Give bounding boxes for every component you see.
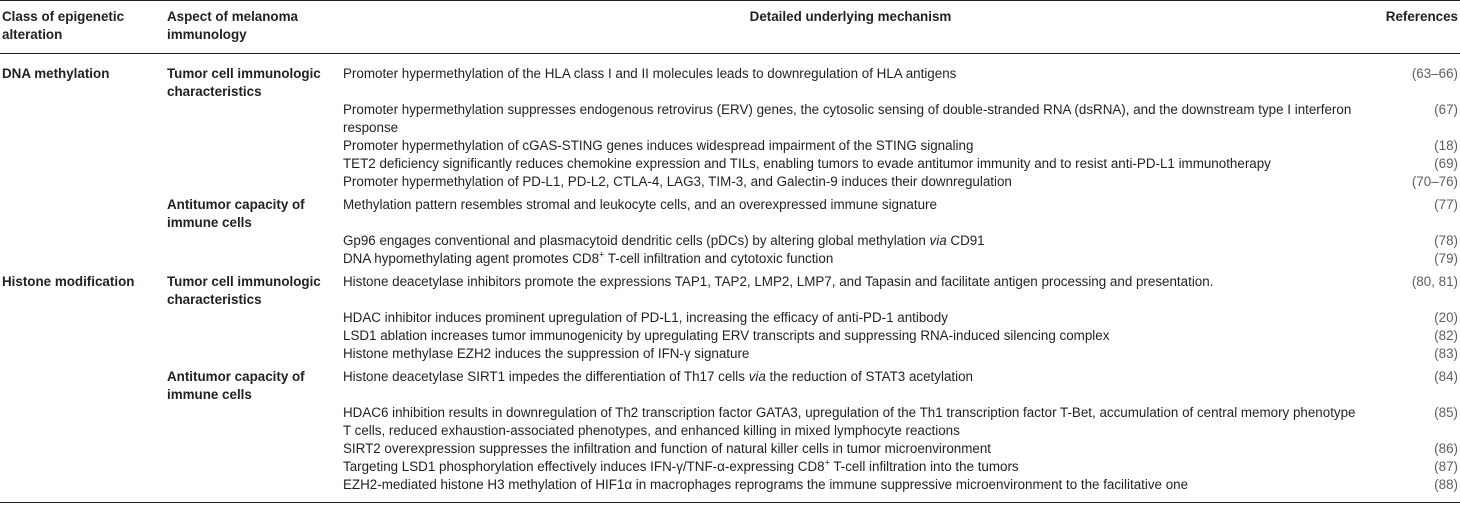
class-cell <box>0 309 165 327</box>
aspect-cell <box>165 250 341 268</box>
class-cell: DNA methylation <box>2 66 110 81</box>
aspect-cell <box>165 137 341 155</box>
reference-cell: (69) <box>1434 156 1458 171</box>
table-row: HDAC inhibitor induces prominent upregul… <box>0 309 1460 327</box>
reference-cell: (83) <box>1434 346 1458 361</box>
mechanism-cell: TET2 deficiency significantly reduces ch… <box>343 156 1271 171</box>
aspect-cell <box>165 476 341 503</box>
class-cell <box>0 458 165 476</box>
table-row: Targeting LSD1 phosphorylation effective… <box>0 458 1460 476</box>
mechanism-cell: SIRT2 overexpression suppresses the infi… <box>343 441 992 456</box>
table-row: SIRT2 overexpression suppresses the infi… <box>0 440 1460 458</box>
mechanism-cell: Methylation pattern resembles stromal an… <box>343 197 937 212</box>
class-cell <box>0 440 165 458</box>
aspect-cell <box>165 232 341 250</box>
reference-cell: (85) <box>1434 405 1458 420</box>
table-row: Promoter hypermethylation of PD-L1, PD-L… <box>0 173 1460 191</box>
mechanism-cell: Promoter hypermethylation of cGAS-STING … <box>343 138 974 153</box>
class-cell <box>0 476 165 503</box>
mechanism-cell: Promoter hypermethylation of PD-L1, PD-L… <box>343 174 1012 189</box>
table-row: Gp96 engages conventional and plasmacyto… <box>0 232 1460 250</box>
class-cell <box>0 250 165 268</box>
class-cell <box>0 363 165 404</box>
aspect-cell <box>165 327 341 345</box>
table-row: Promoter hypermethylation of cGAS-STING … <box>0 137 1460 155</box>
reference-cell: (20) <box>1434 310 1458 325</box>
mechanism-cell: Promoter hypermethylation of the HLA cla… <box>343 66 957 81</box>
reference-cell: (82) <box>1434 328 1458 343</box>
reference-cell: (88) <box>1362 476 1460 503</box>
reference-cell: (63–66) <box>1411 66 1458 81</box>
table-row: Histone methylase EZH2 induces the suppr… <box>0 345 1460 363</box>
table-row: DNA methylation Tumor cell immunologic ch… <box>0 54 1460 102</box>
aspect-cell <box>165 101 341 137</box>
table-row: HDAC6 inhibition results in downregulati… <box>0 404 1460 440</box>
aspect-cell <box>165 345 341 363</box>
reference-cell: (80, 81) <box>1411 274 1458 289</box>
class-cell <box>0 101 165 137</box>
reference-cell: (84) <box>1434 369 1458 384</box>
class-cell: Histone modification <box>2 274 135 289</box>
reference-cell: (70–76) <box>1411 174 1458 189</box>
table-row: DNA hypomethylating agent promotes CD8+ … <box>0 250 1460 268</box>
class-cell <box>0 232 165 250</box>
reference-cell: (86) <box>1434 441 1458 456</box>
mechanism-cell: Histone deacetylase inhibitors promote t… <box>343 274 1214 289</box>
mechanism-cell: DNA hypomethylating agent promotes CD8+ … <box>343 249 834 266</box>
class-cell <box>0 137 165 155</box>
table-row: Histone modification Tumor cell immunolog… <box>0 268 1460 309</box>
table-row: LSD1 ablation increases tumor immunogeni… <box>0 327 1460 345</box>
header-row: Class of epigenetic alteration Aspect of… <box>0 0 1460 54</box>
class-cell <box>0 345 165 363</box>
mechanism-cell: LSD1 ablation increases tumor immunogeni… <box>343 328 1110 343</box>
mechanism-cell: HDAC inhibitor induces prominent upregul… <box>343 310 948 325</box>
header-aspect: Aspect of melanoma immunology <box>165 0 341 54</box>
aspect-cell: Antitumor capacity of immune cells <box>167 197 305 230</box>
table-row: TET2 deficiency significantly reduces ch… <box>0 155 1460 173</box>
header-class: Class of epigenetic alteration <box>0 0 165 54</box>
aspect-cell: Antitumor capacity of immune cells <box>167 369 305 402</box>
aspect-cell <box>165 440 341 458</box>
reference-cell: (79) <box>1434 251 1458 266</box>
aspect-cell: Tumor cell immunologic characteristics <box>167 274 321 307</box>
reference-cell: (87) <box>1434 459 1458 474</box>
table-row: Antitumor capacity of immune cells Histon… <box>0 363 1460 404</box>
aspect-cell <box>165 309 341 327</box>
table-row: Antitumor capacity of immune cells Methyl… <box>0 191 1460 232</box>
header-references: References <box>1362 0 1460 54</box>
class-cell <box>0 155 165 173</box>
mechanism-cell: Histone deacetylase SIRT1 impedes the di… <box>343 369 973 384</box>
class-cell <box>0 327 165 345</box>
mechanism-cell: Targeting LSD1 phosphorylation effective… <box>343 457 1019 474</box>
reference-cell: (18) <box>1434 138 1458 153</box>
class-cell <box>0 173 165 191</box>
mechanism-cell: HDAC6 inhibition results in downregulati… <box>343 405 1356 438</box>
class-cell <box>0 191 165 232</box>
reference-cell: (77) <box>1434 197 1458 212</box>
table-header: Class of epigenetic alteration Aspect of… <box>0 0 1460 54</box>
table-row: Promoter hypermethylation suppresses end… <box>0 101 1460 137</box>
mechanism-cell: EZH2-mediated histone H3 methylation of … <box>341 476 1362 503</box>
table-row: EZH2-mediated histone H3 methylation of … <box>0 476 1460 503</box>
aspect-cell <box>165 173 341 191</box>
mechanism-cell: Histone methylase EZH2 induces the suppr… <box>343 346 750 361</box>
mechanism-cell: Promoter hypermethylation suppresses end… <box>343 102 1352 135</box>
mechanism-cell: Gp96 engages conventional and plasmacyto… <box>343 233 985 248</box>
class-cell <box>0 404 165 440</box>
aspect-cell: Tumor cell immunologic characteristics <box>167 66 321 99</box>
reference-cell: (67) <box>1434 102 1458 117</box>
aspect-cell <box>165 404 341 440</box>
aspect-cell <box>165 458 341 476</box>
aspect-cell <box>165 155 341 173</box>
reference-cell: (78) <box>1434 233 1458 248</box>
header-mechanism: Detailed underlying mechanism <box>341 0 1362 54</box>
